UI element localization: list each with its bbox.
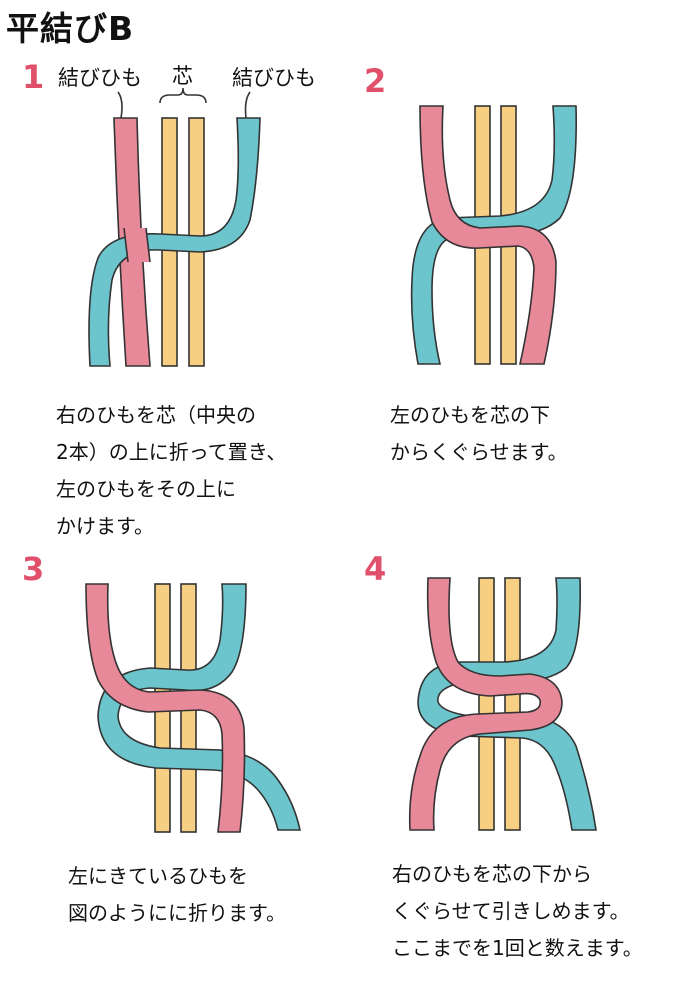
core-brace bbox=[159, 87, 207, 104]
right-cord-leader bbox=[244, 91, 251, 119]
right-cord-label: 結びひも bbox=[232, 66, 316, 90]
step-4-figure bbox=[408, 577, 597, 831]
step-2-line-2: からくぐらせます。 bbox=[390, 440, 568, 464]
step-4-description: 右のひもを芯の下から くぐらせて引きしめます。 ここまでを1回と数えます。 bbox=[392, 856, 643, 967]
step-3-line-1: 左にきているひもを bbox=[68, 864, 248, 888]
core-label: 芯 bbox=[172, 64, 193, 88]
step-4-line-3: ここまでを1回と数えます。 bbox=[392, 936, 643, 960]
step-1-number: 1 bbox=[22, 58, 45, 96]
step-1-description: 右のひもを芯（中央の 2本）の上に折って置き、 左のひもをその上に かけます。 bbox=[56, 397, 286, 545]
step-3-figure bbox=[85, 583, 301, 833]
left-cord-label: 結びひも bbox=[58, 66, 142, 90]
step-1-line-2: 2本）の上に折って置き、 bbox=[56, 440, 287, 464]
left-cord bbox=[88, 117, 261, 367]
left-cord-leader bbox=[117, 91, 123, 119]
step-1-line-1: 右のひもを芯（中央の bbox=[56, 403, 256, 427]
step-3-line-2: 図のようにに折ります。 bbox=[68, 901, 286, 925]
step-4-line-1: 右のひもを芯の下から bbox=[392, 862, 592, 886]
core-cord-right bbox=[504, 577, 521, 831]
step-1-line-4: かけます。 bbox=[56, 514, 154, 538]
step-2-description: 左のひもを芯の下 からくぐらせます。 bbox=[390, 397, 568, 471]
step-1-figure bbox=[88, 87, 261, 367]
right-cord-overlap bbox=[124, 228, 150, 262]
pink-cord bbox=[419, 105, 557, 365]
step-4-number: 4 bbox=[364, 550, 387, 588]
core-cord-left bbox=[478, 577, 495, 831]
step-2-number: 2 bbox=[364, 62, 387, 100]
step-3-description: 左にきているひもを 図のようにに折ります。 bbox=[68, 858, 286, 932]
step-3-number: 3 bbox=[22, 550, 45, 588]
pink-cord bbox=[85, 583, 246, 833]
pink-cord bbox=[408, 577, 563, 831]
step-2-line-1: 左のひもを芯の下 bbox=[390, 403, 550, 427]
step-1-line-3: 左のひもをその上に bbox=[56, 477, 236, 501]
page-title: 平結びB bbox=[6, 9, 135, 48]
step-4-line-2: くぐらせて引きしめます。 bbox=[392, 899, 630, 923]
step-2-figure bbox=[410, 105, 577, 365]
